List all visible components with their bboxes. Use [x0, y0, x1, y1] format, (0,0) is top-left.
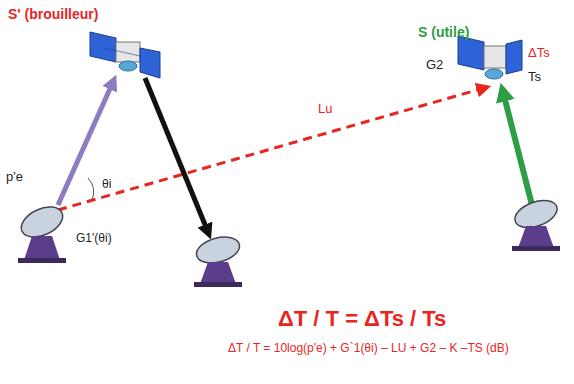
ground-station-icon [17, 201, 68, 263]
power-symbol: p'e [6, 170, 23, 185]
angle-arc [88, 178, 94, 200]
satellite-name: S (utile) [418, 24, 469, 40]
gain-symbol: G2 [426, 58, 443, 73]
uplink-arrow [58, 82, 113, 205]
noise-temperature-increase: ΔTs [528, 46, 550, 61]
downlink-arrow [145, 78, 208, 232]
satellite-name: S' (brouilleur) [8, 6, 98, 22]
satellite-icon [458, 36, 522, 79]
satellite-icon [90, 32, 160, 78]
useful-uplink-arrow [503, 92, 532, 205]
gain-symbol: G1'(θi) [76, 232, 112, 246]
equation: ΔT / T = 10log(p'e) + G`1(θi) – LU + G2 … [228, 342, 509, 356]
ground-station-icon [194, 233, 243, 287]
noise-temperature: Ts [528, 70, 541, 85]
path-loss-symbol: Lu [318, 102, 332, 117]
interference-path [58, 88, 484, 210]
angle-symbol: θi [102, 178, 111, 192]
ground-station-icon [511, 195, 561, 251]
equation: ΔT / T = ΔTs / Ts [278, 306, 446, 331]
